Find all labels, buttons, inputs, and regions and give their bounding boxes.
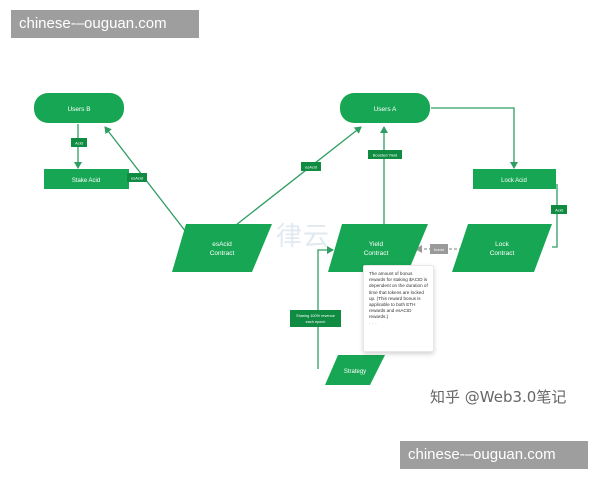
yield-contract-line1: Yield [369,241,384,248]
node-strategy: Strategy [325,355,385,385]
tag-acid-left: Acid [71,138,87,147]
info-note-card: The amount of bonus rewards for staking … [363,265,434,352]
tag-esacid-left-text: esAcid [131,176,143,181]
node-users-b: Users B [34,93,124,123]
users-a-label: Users A [374,106,397,113]
strategy-label: Strategy [344,369,366,375]
node-yield-contract: Yield Contract [328,224,428,272]
lock-acid-label: Lock Acid [501,178,527,184]
node-lock-contract: Lock Contract [452,224,552,272]
tag-acid-left-text: Acid [75,141,83,146]
node-stake-acid: Stake Acid [44,169,129,189]
tag-sharing-revenue: Sharing 100% revenue each epoch [290,310,341,327]
tag-boost-text: boost [434,247,445,252]
node-lock-acid: Lock Acid [473,169,556,189]
info-note-dots: · · · [369,320,377,327]
tag-boosted-yield-text: Boosted Yield [373,153,397,158]
edge-lockacid-lockcontract [552,184,558,248]
site-watermark-top: chinese-–ouguan.com [11,10,199,38]
tag-boost: boost [430,244,448,254]
edge-strategy-yield [317,246,334,369]
lock-contract-line2: Contract [490,250,515,257]
tag-esacid-right-text: esAcid [305,165,317,170]
edge-usersa-lockacid [431,107,518,169]
tag-esacid-right: esAcid [301,162,321,171]
esacid-contract-line2: Contract [210,250,235,257]
stake-acid-label: Stake Acid [72,178,100,184]
tag-acid-right: Acid [551,205,567,214]
tag-sharing-line1: Sharing 100% revenue [296,314,335,318]
edge-esacid-usersa [235,126,362,226]
tag-sharing-line2: each epoch [306,320,326,324]
node-esacid-contract: esAcid Contract [172,224,272,272]
tag-boosted-yield: Boosted Yield [368,150,402,159]
node-users-a: Users A [340,93,430,123]
info-note-text: The amount of bonus rewards for staking … [369,271,428,320]
zhihu-watermark: 知乎 @Web3.0笔记 [430,388,567,406]
users-b-label: Users B [67,106,90,113]
yield-contract-line2: Contract [364,250,389,257]
lock-contract-line1: Lock [495,241,509,248]
site-watermark-bottom: chinese-–ouguan.com [400,441,588,469]
esacid-contract-line1: esAcid [212,241,232,248]
tag-acid-right-text: Acid [555,208,563,213]
ghost-logo-watermark: 律云 [276,222,331,252]
tag-esacid-left: esAcid [127,173,147,182]
